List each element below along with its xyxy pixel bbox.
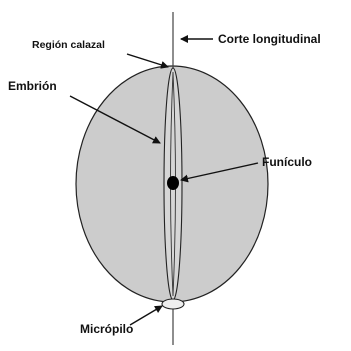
label-funiculus: Funículo <box>262 155 312 169</box>
label-longitudinal-cut: Corte longitudinal <box>218 32 321 46</box>
label-micropyle: Micrópilo <box>80 322 133 336</box>
embryo-arrow <box>69 95 161 144</box>
micropyle-arrow <box>129 305 163 326</box>
micropyle-ellipse <box>161 298 185 310</box>
embryo-inner-outline <box>170 71 176 297</box>
chalazal-arrow <box>126 53 169 69</box>
label-embryo: Embrión <box>8 79 57 93</box>
label-chalazal-region: Región calazal <box>32 39 105 51</box>
funiculus-arrow <box>180 162 259 183</box>
funiculus-dot <box>167 176 179 190</box>
